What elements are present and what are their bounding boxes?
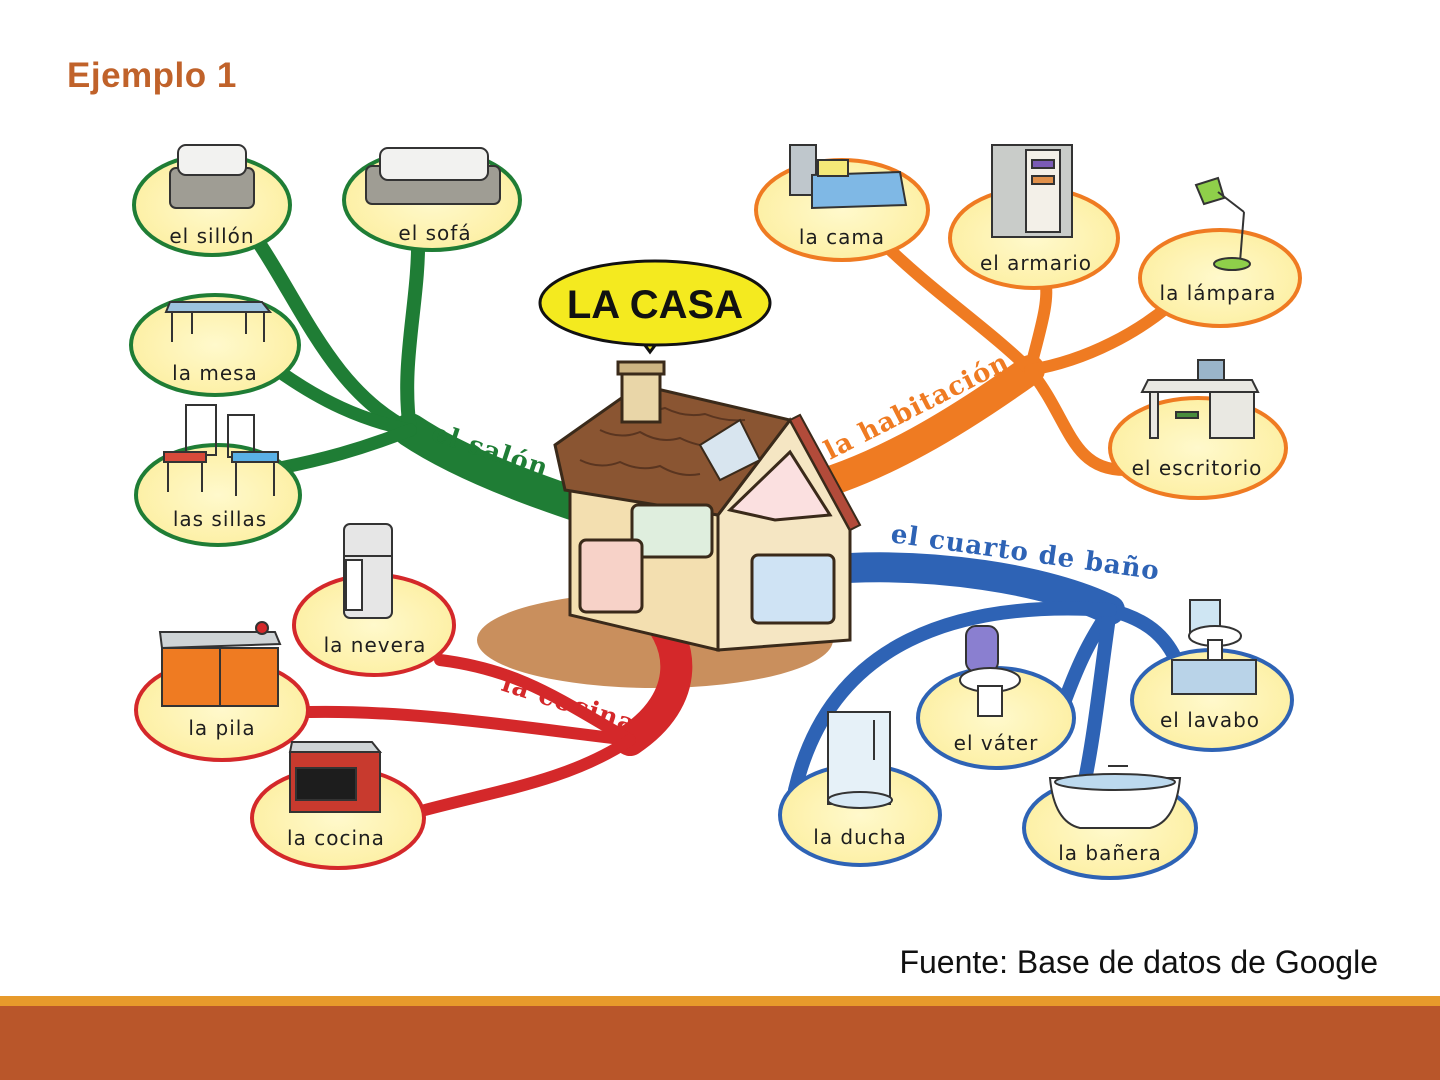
- armchair-icon: [169, 144, 255, 209]
- node-la-mesa: la mesa: [129, 293, 301, 397]
- stove-icon: [288, 741, 383, 813]
- sofa-icon: [365, 147, 501, 205]
- node-la-nevera: la nevera: [292, 523, 456, 677]
- svg-text:la mesa: la mesa: [172, 361, 258, 385]
- svg-text:la lámpara: la lámpara: [1160, 281, 1277, 305]
- svg-text:el sillón: el sillón: [169, 224, 254, 248]
- node-la-cama: la cama: [754, 144, 930, 262]
- bed-icon: [789, 144, 908, 210]
- svg-text:la bañera: la bañera: [1058, 841, 1162, 865]
- node-el-sofa: el sofá: [342, 147, 522, 252]
- node-el-lavabo: el lavabo: [1130, 599, 1294, 752]
- node-las-sillas: las sillas: [134, 404, 302, 547]
- svg-text:el armario: el armario: [980, 251, 1092, 275]
- node-la-banera: la bañera: [1022, 765, 1198, 880]
- source-caption: Fuente: Base de datos de Google: [899, 944, 1378, 980]
- svg-text:las sillas: las sillas: [173, 507, 267, 531]
- toilet-icon: [959, 625, 1021, 717]
- svg-text:la nevera: la nevera: [324, 633, 427, 657]
- chairs-icon: [163, 404, 279, 496]
- svg-text:el lavabo: el lavabo: [1160, 708, 1260, 732]
- center-title: LA CASA: [567, 283, 743, 327]
- svg-text:el sofá: el sofá: [398, 221, 471, 245]
- node-el-escritorio: el escritorio: [1108, 359, 1288, 500]
- svg-text:la ducha: la ducha: [813, 825, 906, 849]
- center-title-bubble: LA CASA: [538, 259, 772, 355]
- desk-icon: [1140, 359, 1260, 439]
- svg-text:el váter: el váter: [954, 731, 1039, 755]
- svg-text:la cocina: la cocina: [287, 826, 385, 850]
- bathtub-icon: [1048, 765, 1182, 829]
- node-la-ducha: la ducha: [778, 711, 942, 867]
- node-la-lampara: la lámpara: [1138, 176, 1302, 328]
- node-la-pila: la pila: [134, 621, 310, 762]
- house-illustration: [553, 360, 862, 652]
- shower-icon: [827, 711, 893, 809]
- lamp-icon: [1194, 176, 1251, 271]
- sink-icon: [1171, 599, 1257, 695]
- node-el-armario: el armario: [948, 144, 1120, 290]
- svg-text:el escritorio: el escritorio: [1132, 456, 1263, 480]
- kitchen-sink-icon: [158, 621, 282, 707]
- table-icon: [164, 301, 273, 342]
- slide-title: Ejemplo 1: [67, 56, 237, 95]
- svg-text:la cama: la cama: [799, 225, 885, 249]
- footer-bar: [0, 1006, 1440, 1080]
- svg-text:la pila: la pila: [188, 716, 255, 740]
- node-el-vater: el váter: [916, 625, 1076, 770]
- mind-map: el salón la habitación el cuarto de baño…: [129, 144, 1302, 880]
- node-el-sillon: el sillón: [132, 144, 292, 257]
- footer-accent-bar: [0, 996, 1440, 1006]
- wardrobe-icon: [991, 144, 1073, 238]
- node-la-cocina: la cocina: [250, 741, 426, 870]
- fridge-icon: [343, 523, 393, 619]
